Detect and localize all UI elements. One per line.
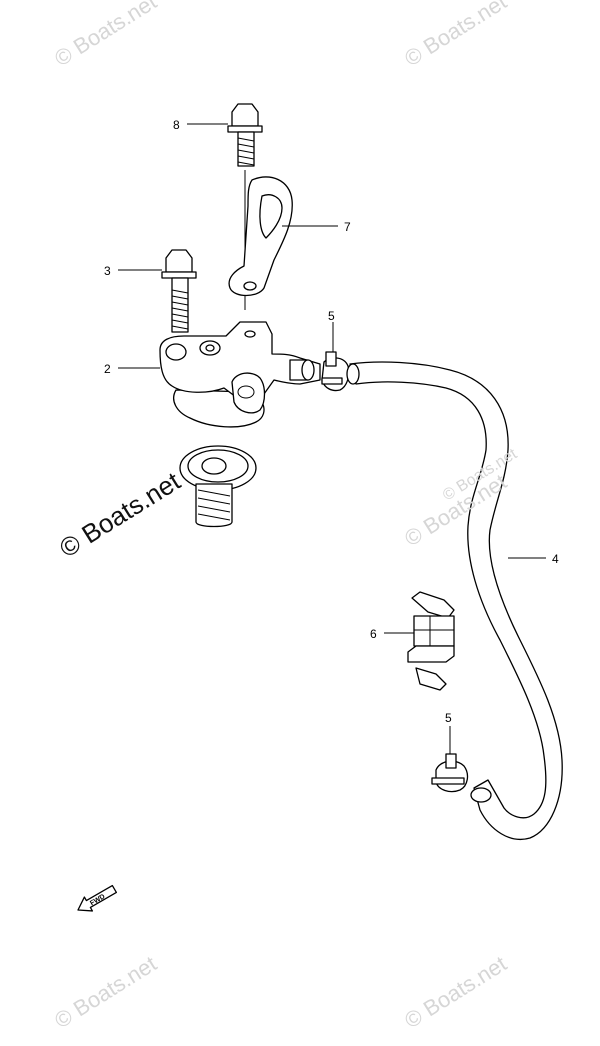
callout-4: 4 bbox=[552, 552, 559, 566]
callout-5-upper: 5 bbox=[328, 309, 335, 323]
fwd-arrow-icon: FWD bbox=[77, 884, 118, 912]
hose-holder[interactable] bbox=[407, 591, 455, 691]
callout-7: 7 bbox=[344, 220, 351, 234]
callout-5-lower: 5 bbox=[445, 711, 452, 725]
bolt-left[interactable] bbox=[161, 249, 197, 333]
thermostat-cover[interactable] bbox=[159, 321, 321, 428]
callout-3: 3 bbox=[104, 264, 111, 278]
callout-6: 6 bbox=[370, 627, 377, 641]
fwd-label: FWD bbox=[89, 893, 106, 907]
clamp-lower[interactable] bbox=[431, 753, 469, 793]
clamp-upper[interactable] bbox=[321, 351, 350, 392]
thermostat[interactable] bbox=[179, 445, 257, 528]
callout-2: 2 bbox=[104, 362, 111, 376]
hose[interactable] bbox=[346, 361, 563, 840]
callout-8: 8 bbox=[173, 118, 180, 132]
gasket-plate[interactable] bbox=[228, 176, 293, 297]
bolt-top[interactable] bbox=[227, 103, 263, 310]
